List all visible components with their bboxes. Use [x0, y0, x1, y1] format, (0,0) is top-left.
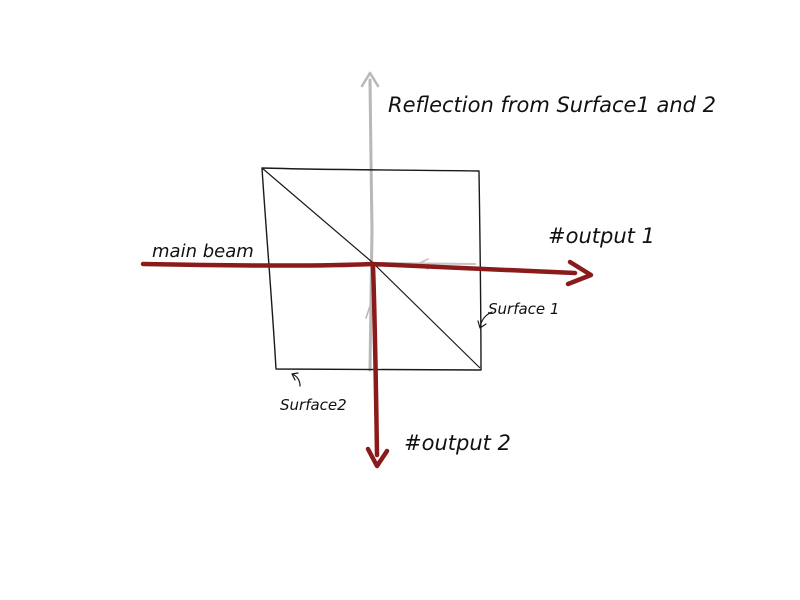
reflection-label: Reflection from Surface1 and 2 [388, 93, 716, 117]
reflection-arrowhead [360, 71, 380, 88]
cube-outline [261, 167, 482, 371]
surface2-pointer-icon [291, 372, 301, 387]
reflection-beam-line [368, 78, 374, 372]
surface1-pointer-icon [477, 311, 493, 329]
main-beam [140, 259, 594, 469]
output2-arrowhead [365, 446, 390, 469]
output1-arrowhead [565, 259, 594, 287]
output2-beam-line [370, 263, 380, 458]
output1-label: #output 1 [548, 224, 655, 248]
main-beam-label: main beam [152, 241, 254, 262]
surface1-label: Surface 1 [488, 300, 559, 318]
reflection-beam [360, 71, 476, 372]
output2-label: #output 2 [404, 431, 511, 455]
surface2-label: Surface2 [280, 396, 347, 414]
main-beam-line [140, 261, 578, 276]
